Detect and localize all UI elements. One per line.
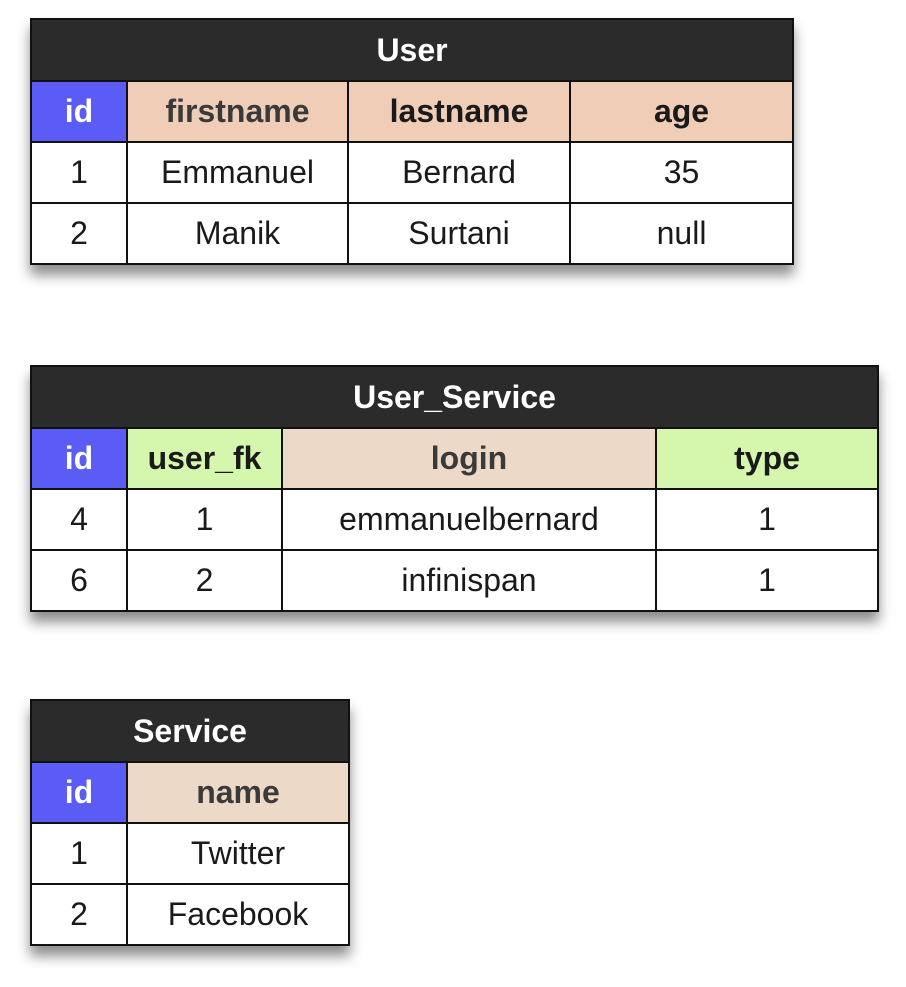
table-cell: 2 <box>30 202 128 265</box>
user-col-firstname: firstname <box>126 80 349 143</box>
table-cell: 35 <box>568 141 795 204</box>
user-service-table-header-row: id user_fk login type <box>30 427 880 490</box>
table-cell: 2 <box>126 549 283 612</box>
table-row: 6 2 infinispan 1 <box>30 549 880 612</box>
service-col-id: id <box>30 761 128 824</box>
user-service-col-type: type <box>654 427 880 490</box>
table-cell: 1 <box>654 488 880 551</box>
table-cell: infinispan <box>281 549 657 612</box>
user-service-col-user-fk: user_fk <box>126 427 283 490</box>
user-table: User id firstname lastname age 1 Emmanue… <box>29 18 795 265</box>
table-row: 2 Manik Surtani null <box>30 202 795 265</box>
user-service-col-login: login <box>281 427 657 490</box>
table-cell: Twitter <box>126 822 350 885</box>
table-cell: Bernard <box>347 141 571 204</box>
user-service-table-title: User_Service <box>29 365 880 429</box>
table-row: 2 Facebook <box>30 883 350 946</box>
table-row: 4 1 emmanuelbernard 1 <box>30 488 880 551</box>
table-cell: 1 <box>30 141 128 204</box>
service-table-title: Service <box>30 699 350 763</box>
user-col-lastname: lastname <box>347 80 571 143</box>
user-service-table: User_Service id user_fk login type 4 1 e… <box>29 365 880 612</box>
user-col-id: id <box>30 80 128 143</box>
table-cell: 1 <box>654 549 880 612</box>
table-row: 1 Twitter <box>30 822 350 885</box>
table-row: 1 Emmanuel Bernard 35 <box>30 141 795 204</box>
table-cell: 1 <box>126 488 283 551</box>
table-cell: 2 <box>30 883 128 946</box>
table-cell: Manik <box>126 202 349 265</box>
table-cell: Surtani <box>347 202 571 265</box>
service-table: Service id name 1 Twitter 2 Facebook <box>30 699 350 946</box>
table-cell: 6 <box>30 549 128 612</box>
table-cell: emmanuelbernard <box>281 488 657 551</box>
user-service-col-id: id <box>30 427 128 490</box>
table-cell: 4 <box>30 488 128 551</box>
user-table-title: User <box>29 18 795 82</box>
table-cell: null <box>568 202 795 265</box>
service-col-name: name <box>126 761 350 824</box>
user-table-header-row: id firstname lastname age <box>30 80 795 143</box>
table-cell: Facebook <box>126 883 350 946</box>
service-table-header-row: id name <box>30 761 350 824</box>
table-cell: Emmanuel <box>126 141 349 204</box>
user-col-age: age <box>568 80 795 143</box>
table-cell: 1 <box>30 822 128 885</box>
